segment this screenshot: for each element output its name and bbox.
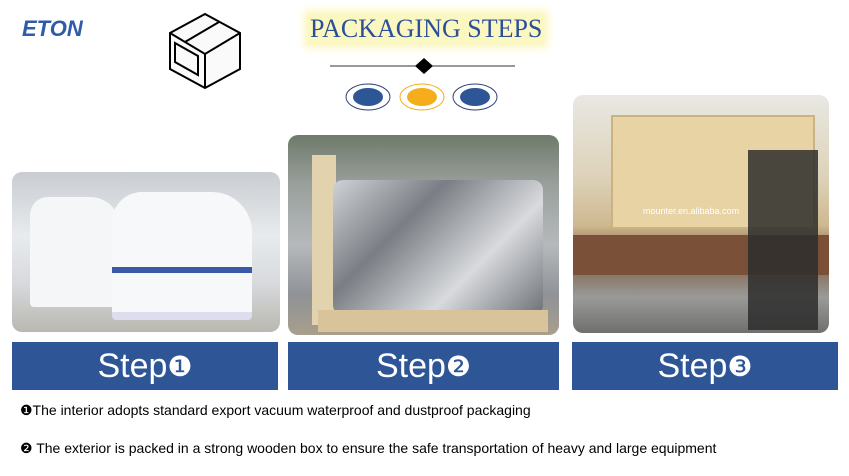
- dot-icon: [460, 88, 490, 106]
- dot-icon: [407, 88, 437, 106]
- watermark: mounter.en.alibaba.com: [643, 206, 740, 216]
- step1-photo: [12, 172, 280, 332]
- page-title: PACKAGING STEPS: [308, 14, 545, 44]
- note-2: ❷ The exterior is packed in a strong woo…: [20, 440, 717, 456]
- step-number: ❷: [445, 350, 472, 382]
- step-label: Step: [97, 346, 168, 385]
- step-number: ❸: [727, 350, 753, 382]
- step-number: ❶: [167, 350, 193, 382]
- diamond-icon: [415, 58, 433, 74]
- step3-photo: mounter.en.alibaba.com: [573, 95, 829, 333]
- eton-logo: ETON: [22, 16, 83, 41]
- step-label: Step: [375, 346, 446, 385]
- dot-icon: [353, 88, 383, 106]
- box-icon: [169, 12, 241, 90]
- title-divider: [330, 58, 515, 111]
- note-1: ❶The interior adopts standard export vac…: [20, 402, 531, 418]
- step-label: Step: [657, 346, 728, 385]
- step2-photo: [288, 135, 559, 335]
